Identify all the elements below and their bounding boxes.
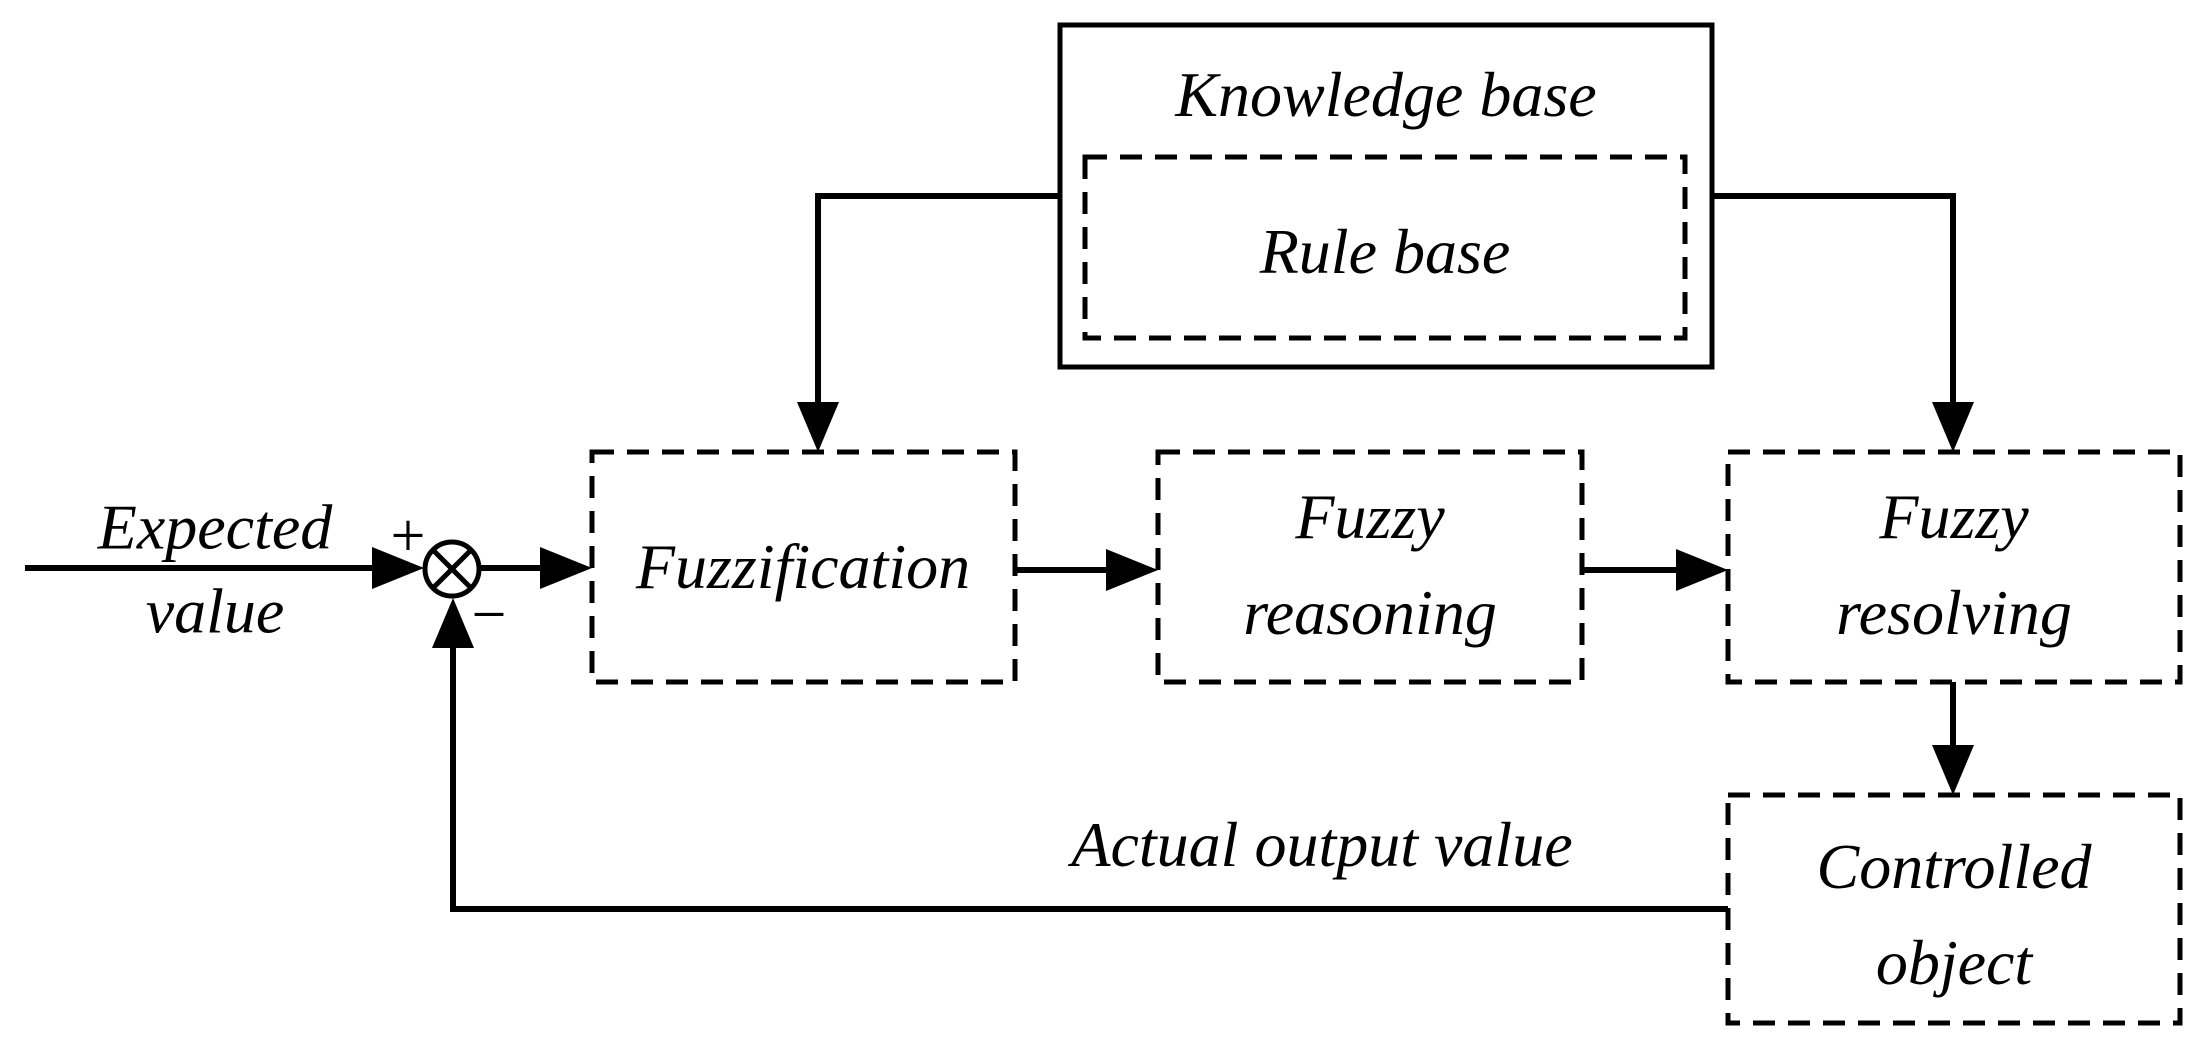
reasoning-to-resolving-arrow <box>1582 549 1728 591</box>
resolving-to-controlled-arrow <box>1932 682 1974 795</box>
minus-sign: − <box>471 581 507 649</box>
sum-to-fuzzification-arrow <box>480 547 592 589</box>
knowledge-to-fuzzification-arrow <box>797 193 1060 452</box>
knowledge-to-resolving-arrow <box>1712 193 1974 452</box>
fuzzy-resolving-box <box>1725 449 2183 685</box>
sum-junction-icon <box>422 539 482 599</box>
controlled-object-label: Controlled object <box>1816 831 2092 998</box>
expected-value-label: Expected value <box>97 491 333 647</box>
rule-base-box <box>1082 154 1688 341</box>
knowledge-base-label: Knowledge base <box>1175 59 1597 130</box>
fuzzification-label: Fuzzification <box>635 531 971 602</box>
fuzzification-to-reasoning-arrow <box>1015 549 1158 591</box>
plus-sign: + <box>390 502 426 570</box>
feedback-arrow <box>432 598 1728 912</box>
rule-base-label: Rule base <box>1259 216 1511 287</box>
expected-value-input-arrow <box>25 547 424 589</box>
fuzzy-reasoning-label: Fuzzy reasoning <box>1243 481 1497 648</box>
fuzzy-resolving-label: Fuzzy resolving <box>1836 481 2072 648</box>
actual-output-value-label: Actual output value <box>1071 809 1573 880</box>
